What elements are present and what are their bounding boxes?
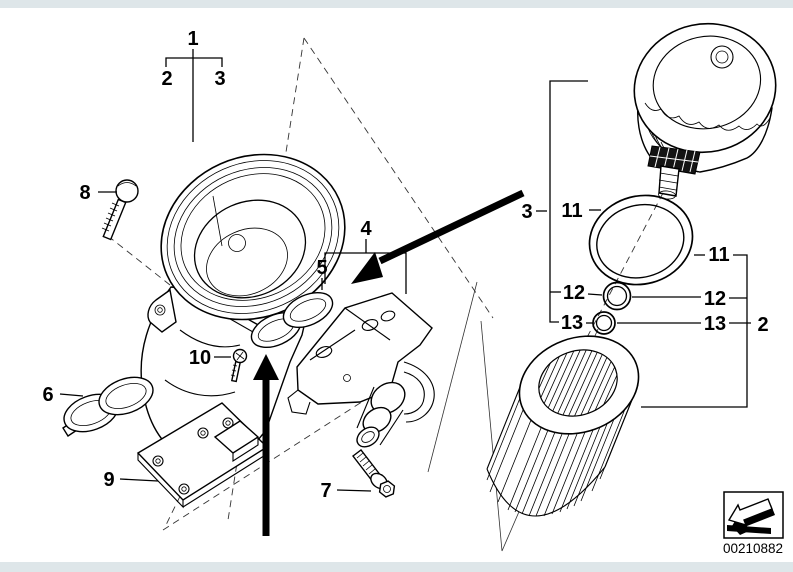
callout-2-right[interactable]: 2 bbox=[757, 314, 768, 336]
callout-11-right[interactable]: 11 bbox=[708, 244, 729, 266]
callout-11-left[interactable]: 11 bbox=[561, 200, 582, 222]
holder-bracket-drawing bbox=[287, 292, 435, 448]
top-frame-bar bbox=[0, 0, 793, 8]
callout-1[interactable]: 1 bbox=[187, 28, 198, 50]
plate-screw-holes bbox=[152, 417, 234, 495]
callout-3[interactable]: 3 bbox=[214, 68, 225, 90]
callout-6[interactable]: 6 bbox=[42, 384, 53, 406]
direction-legend: 00210882 bbox=[723, 491, 784, 556]
bottom-frame-bar bbox=[0, 562, 793, 572]
o-ring-smaller-drawing bbox=[592, 311, 616, 335]
support-plate-drawing bbox=[136, 402, 269, 509]
oil-filter-housing-drawing bbox=[140, 153, 346, 470]
filter-element-drawing bbox=[486, 335, 640, 517]
callout-2[interactable]: 2 bbox=[161, 68, 172, 90]
bolt-8-drawing bbox=[101, 179, 139, 241]
callouts: 1 2 3 8 6 10 9 7 4 5 3 11 12 13 11 12 13… bbox=[42, 28, 768, 502]
callout-3-right[interactable]: 3 bbox=[521, 201, 532, 223]
profile-gasket-drawing bbox=[250, 291, 334, 349]
callout-4[interactable]: 4 bbox=[360, 218, 372, 240]
callout-9[interactable]: 9 bbox=[103, 469, 114, 491]
gasket-drawing bbox=[62, 376, 154, 437]
filter-cap-drawing bbox=[633, 22, 777, 200]
callout-5[interactable]: 5 bbox=[316, 257, 327, 279]
direction-arrow-up bbox=[253, 354, 279, 536]
direction-arrow-large bbox=[351, 189, 525, 284]
callout-12-left[interactable]: 12 bbox=[563, 282, 585, 304]
o-ring-large-drawing bbox=[588, 194, 694, 286]
callout-lines bbox=[59, 49, 751, 492]
screw-10-drawing bbox=[230, 348, 248, 383]
callout-10[interactable]: 10 bbox=[189, 347, 211, 369]
callout-12-right[interactable]: 12 bbox=[704, 288, 726, 310]
callout-7[interactable]: 7 bbox=[320, 480, 331, 502]
callout-8[interactable]: 8 bbox=[79, 182, 90, 204]
callout-13-right[interactable]: 13 bbox=[704, 313, 726, 335]
3d-arrow-down-left-icon bbox=[727, 498, 775, 535]
callout-13-left[interactable]: 13 bbox=[561, 312, 583, 334]
bolt-7-drawing bbox=[352, 449, 396, 498]
image-id: 00210882 bbox=[723, 541, 783, 556]
o-ring-small-drawing bbox=[602, 281, 632, 311]
